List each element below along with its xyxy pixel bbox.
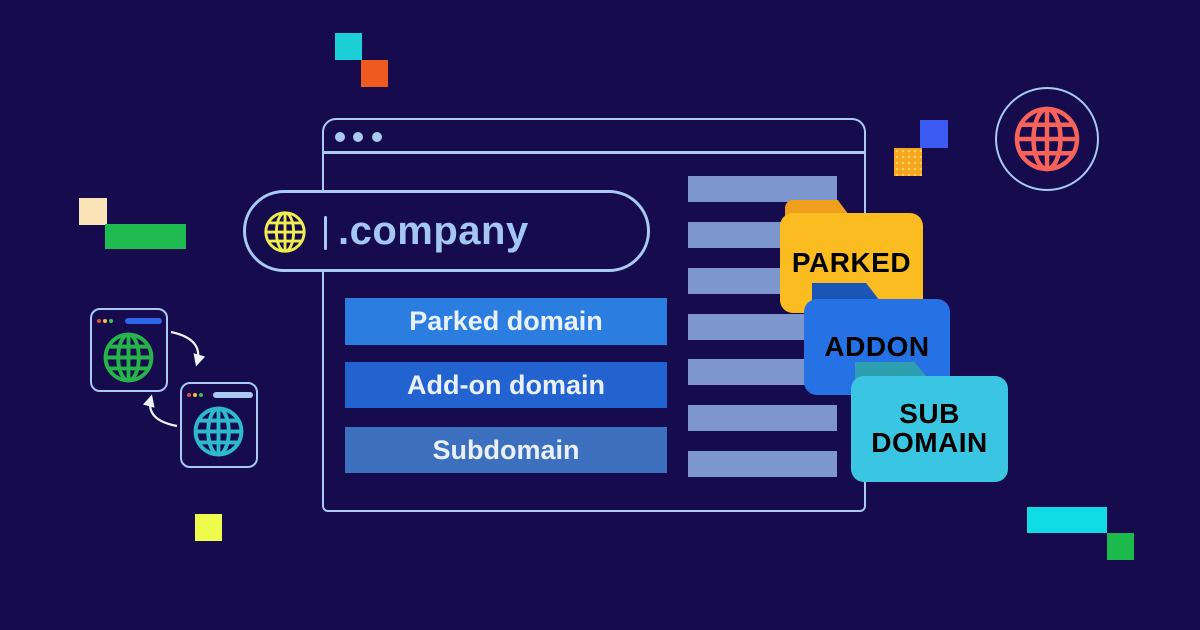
- globe-icon: [264, 211, 306, 253]
- globe-icon: [193, 406, 244, 457]
- addon-domain-button[interactable]: Add-on domain: [345, 362, 667, 408]
- mini-address-bar: [125, 318, 162, 324]
- folder-parked[interactable]: PARKED: [780, 200, 923, 313]
- window-dot-red: [187, 393, 191, 397]
- parked-domain-button[interactable]: Parked domain: [345, 298, 667, 345]
- globe-icon: [1014, 106, 1080, 172]
- window-dot-red: [97, 319, 101, 323]
- address-bar[interactable]: .company: [243, 190, 650, 272]
- folder-subdomain[interactable]: SUB DOMAIN: [851, 362, 1008, 482]
- folder-label: PARKED: [780, 213, 923, 313]
- window-control-dot: [335, 132, 345, 142]
- mini-address-bar: [213, 392, 253, 398]
- subdomain-button[interactable]: Subdomain: [345, 427, 667, 473]
- address-bar-divider: [324, 216, 327, 250]
- network-globe-badge: [995, 87, 1099, 191]
- decor-square-yellow-bottom-left: [195, 514, 222, 541]
- mini-browser-window-2: [180, 382, 258, 468]
- content-row-bar: [688, 176, 837, 202]
- decor-square-teal-top: [335, 33, 362, 60]
- window-dot-green: [109, 319, 113, 323]
- window-control-dot: [372, 132, 382, 142]
- decor-square-orange-top: [361, 60, 388, 87]
- decor-square-blue-right: [920, 120, 948, 148]
- window-dot-yellow: [103, 319, 107, 323]
- window-dot-green: [199, 393, 203, 397]
- content-row-bar: [688, 405, 837, 431]
- decor-square-green-bottom-right: [1107, 533, 1134, 560]
- decor-square-cream-left: [79, 198, 107, 225]
- decor-rect-teal-bottom-right: [1027, 507, 1107, 533]
- folder-label-line: SUB: [899, 398, 960, 430]
- domain-text: .company: [338, 209, 529, 253]
- swap-arrows-icon: [142, 330, 206, 428]
- folder-label-line: DOMAIN: [871, 427, 988, 458]
- globe-icon: [103, 332, 154, 383]
- window-dot-yellow: [193, 393, 197, 397]
- titlebar-divider: [324, 151, 864, 154]
- mini-browser-window-1: [90, 308, 168, 392]
- decor-rect-green-left: [105, 224, 186, 249]
- decor-square-orange-dotted-right: [894, 148, 922, 176]
- folder-label: SUB DOMAIN: [851, 376, 1008, 482]
- content-row-bar: [688, 451, 837, 477]
- window-control-dot: [353, 132, 363, 142]
